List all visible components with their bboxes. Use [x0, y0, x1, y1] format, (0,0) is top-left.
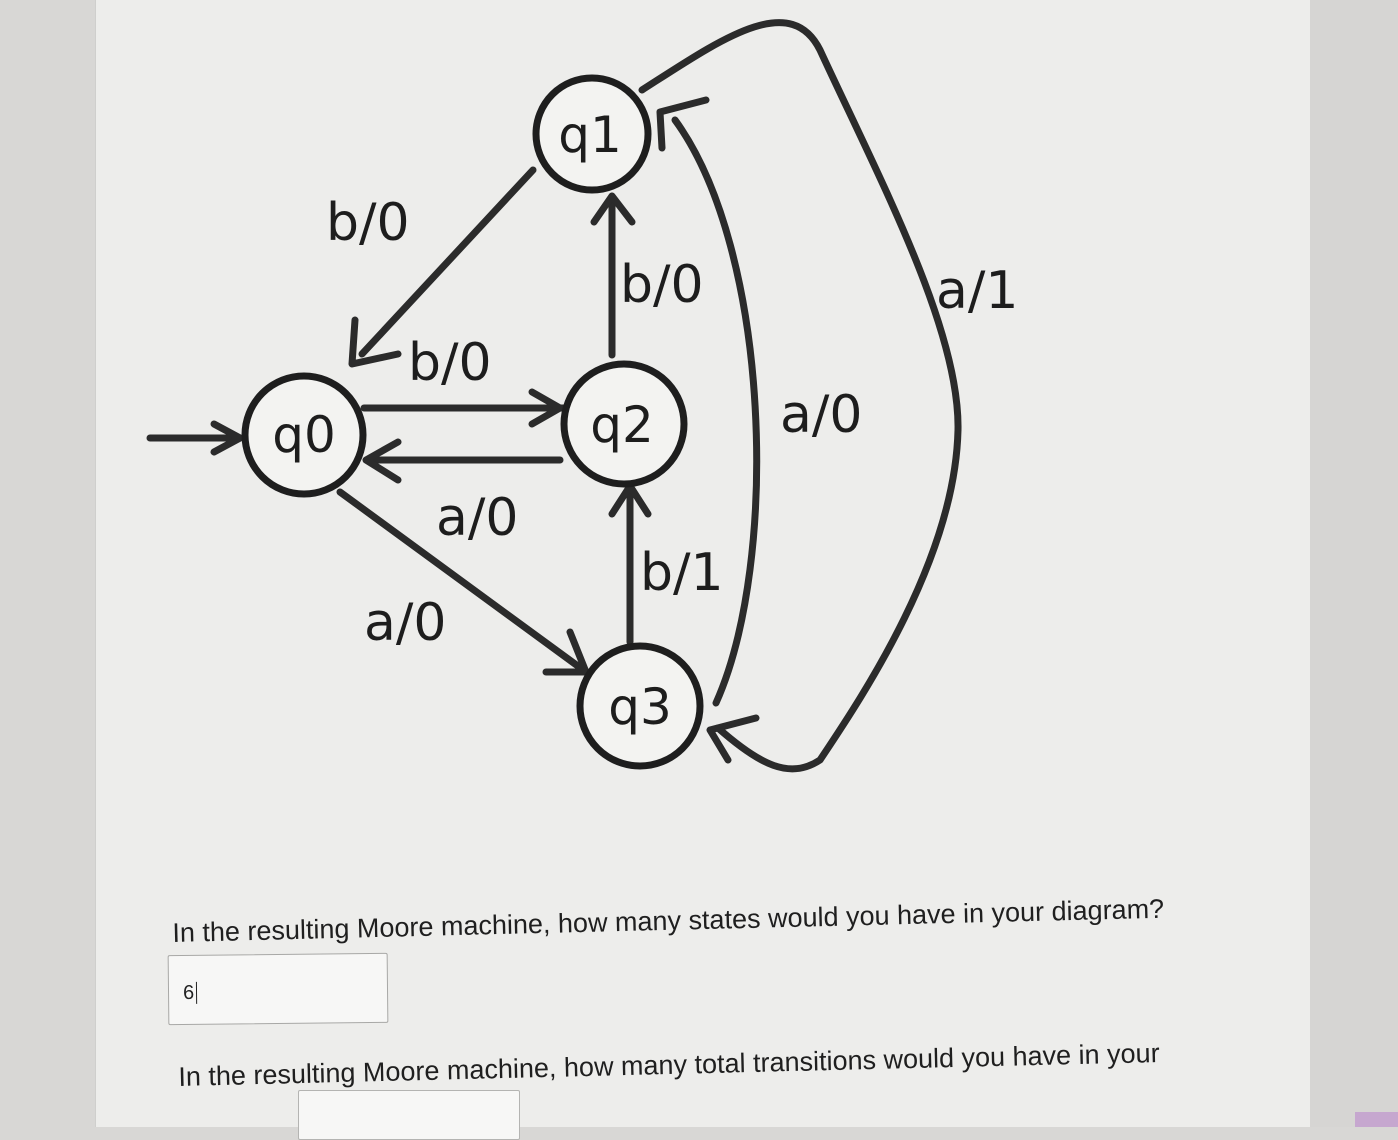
state-q2: q2	[560, 360, 688, 488]
label-q0-q2: b/0	[408, 333, 492, 393]
label-q3-q1: a/0	[780, 385, 862, 445]
label-q2-q1: b/0	[620, 255, 704, 315]
label-q3-q2: b/1	[640, 543, 724, 603]
state-q1: q1	[532, 74, 652, 194]
state-q0-label: q0	[272, 406, 336, 464]
edge-q3-q1	[656, 96, 761, 707]
state-q3-label: q3	[608, 678, 672, 736]
state-q1-label: q1	[558, 106, 622, 164]
edge-q1-q0	[348, 166, 537, 368]
answer-input-1-value: 6	[182, 981, 195, 1004]
label-q2-q0: a/0	[436, 488, 518, 548]
answer-input-2[interactable]	[298, 1090, 520, 1140]
label-q0-q3: a/0	[364, 593, 446, 653]
edge-q0-q2	[360, 388, 568, 428]
state-q3: q3	[576, 642, 704, 770]
label-q1-q3: a/1	[936, 261, 1018, 321]
edge-q2-q1	[590, 192, 636, 359]
start-arrow	[146, 420, 244, 456]
question-page	[95, 0, 1312, 1127]
answer-input-1[interactable]: 6	[167, 952, 389, 1026]
state-diagram: q0 q1 q2 q3 b/0 b/0 b/0 a/0 a/0 b/1 a/0 …	[146, 19, 1018, 773]
state-q2-label: q2	[590, 396, 654, 454]
edge-q2-q0	[362, 438, 564, 484]
outer-background	[1310, 0, 1398, 1127]
edge-q0-q3	[336, 488, 590, 676]
label-q1-q0: b/0	[326, 193, 410, 253]
taskbar-strip	[1355, 1112, 1398, 1127]
edge-q1-q3	[638, 19, 962, 773]
text-caret	[195, 981, 198, 1004]
state-q0: q0	[241, 372, 367, 498]
